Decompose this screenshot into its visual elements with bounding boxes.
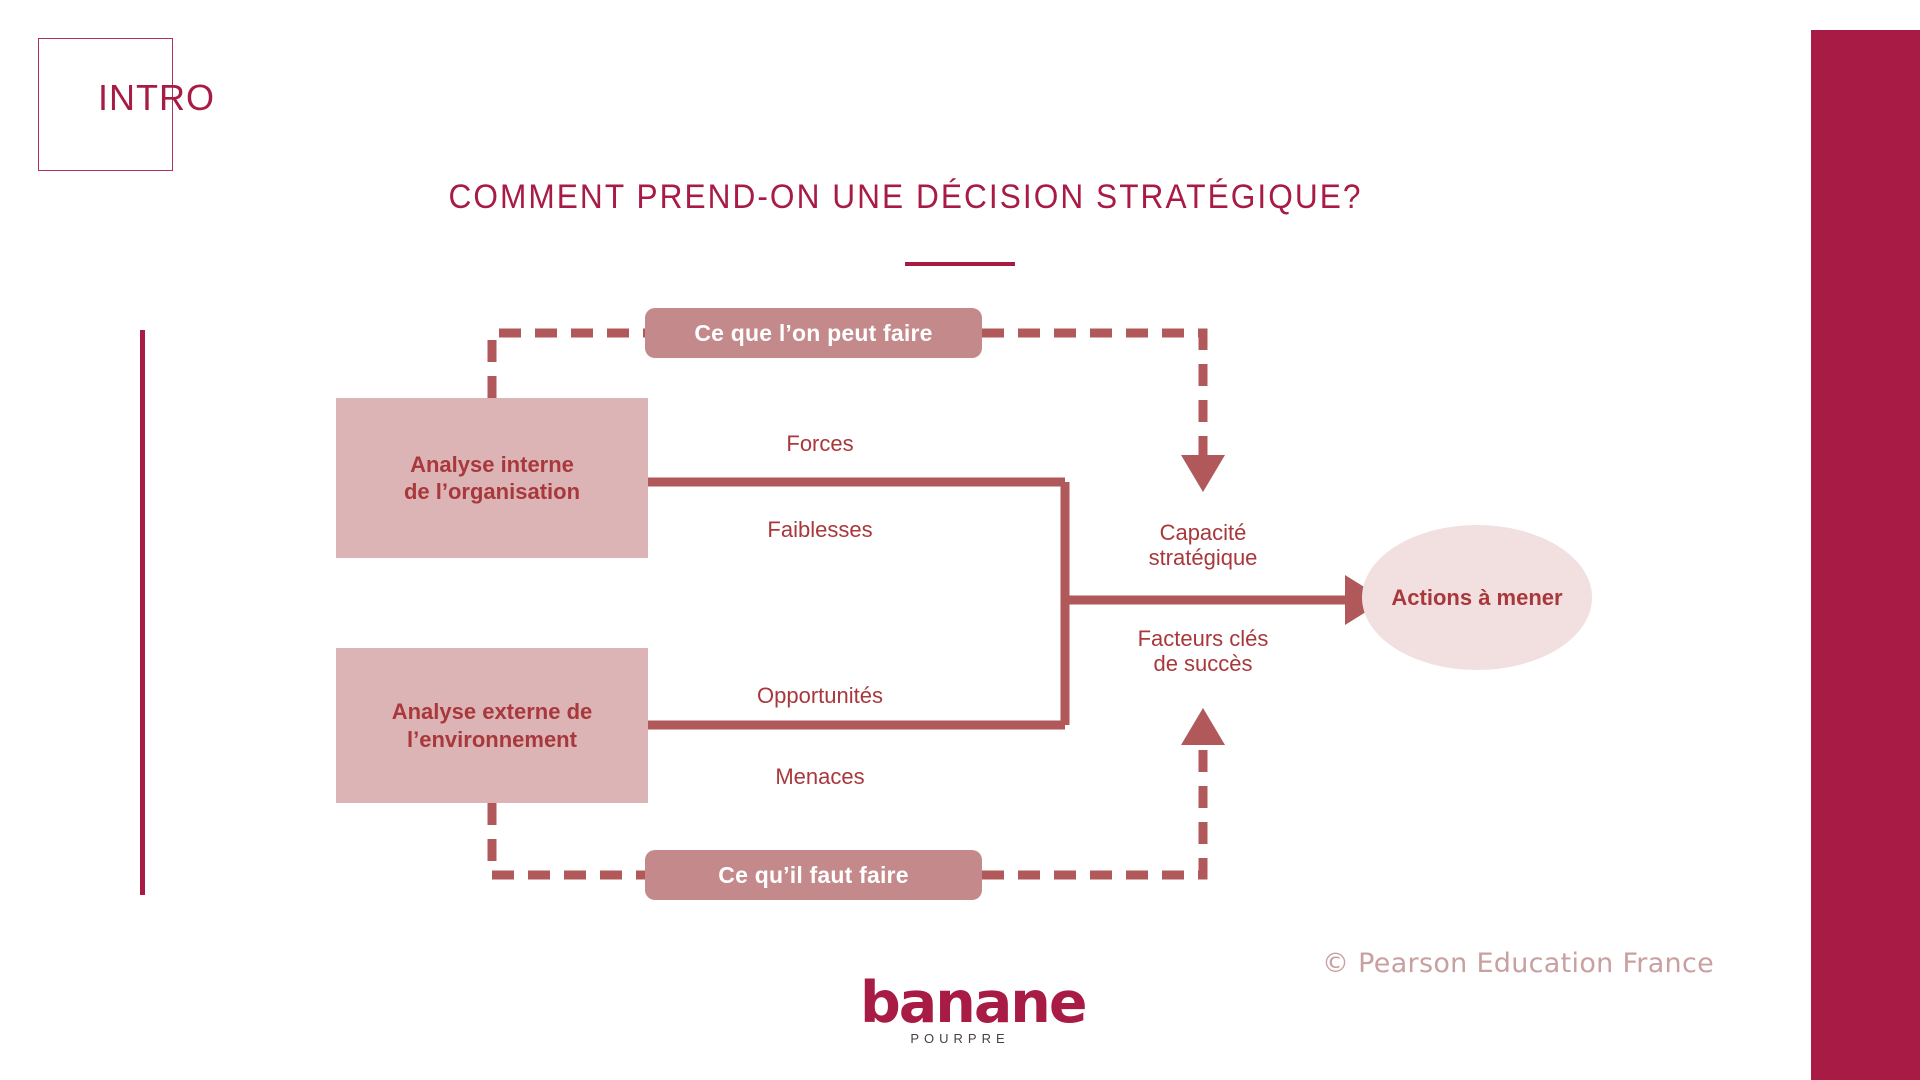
banane-pourpre-logo: banane POURPRE (860, 970, 1088, 1047)
dashed-right-top-connector (982, 328, 1208, 455)
box-analyse-interne[interactable]: Analyse interne de l’organisation (336, 398, 648, 558)
intro-square-outline (38, 38, 173, 171)
slide-right-accent-bar (1811, 30, 1920, 1080)
facteurs-line1: Facteurs clés (1137, 626, 1269, 651)
arrowhead-down-capacity (1181, 455, 1225, 492)
box-analyse-externe[interactable]: Analyse externe de l’environnement (336, 648, 648, 803)
copyright-notice: © Pearson Education France (1322, 948, 1715, 979)
pill-ce-quil-faut-faire[interactable]: Ce qu’il faut faire (645, 850, 982, 900)
logo-subtitle: POURPRE (910, 1031, 1010, 1047)
pill-bottom-label: Ce qu’il faut faire (718, 861, 909, 888)
box-external-line1: Analyse externe de (391, 699, 593, 724)
dashed-right-bottom-connector (982, 745, 1208, 880)
box-external-line2: l’environnement (407, 726, 577, 752)
swot-label-menaces: Menaces (775, 764, 865, 789)
swot-label-opportunites: Opportunités (757, 683, 883, 708)
page-title: COMMENT PREND-ON UNE DÉCISION STRATÉGIQU… (448, 178, 1363, 216)
box-internal-line2: de l’organisation (403, 479, 581, 504)
pill-ce-que-lon-peut-faire[interactable]: Ce que l’on peut faire (645, 308, 982, 358)
swot-label-faiblesses: Faiblesses (767, 517, 873, 542)
center-label-capacite-strategique: Capacité stratégique (1088, 520, 1318, 570)
swot-label-forces: Forces (786, 431, 854, 456)
center-label-facteurs-cles: Facteurs clés de succès (1078, 626, 1328, 676)
dashed-left-top-connector (487, 328, 645, 398)
pill-top-label: Ce que l’on peut faire (694, 319, 933, 346)
capacite-line1: Capacité (1159, 520, 1247, 545)
section-tag-intro: INTRO (98, 77, 215, 118)
capacite-line2: stratégique (1148, 544, 1258, 570)
facteurs-line2: de succès (1153, 650, 1253, 676)
left-accent-bar (140, 330, 145, 895)
box-internal-line1: Analyse interne (410, 451, 574, 477)
actions-label: Actions à mener (1391, 584, 1563, 610)
title-underline-rule (905, 262, 1015, 266)
ellipse-actions-a-mener[interactable]: Actions à mener (1362, 525, 1592, 670)
arrowhead-up-key-factors (1181, 708, 1225, 745)
dashed-left-bottom-connector (487, 803, 645, 880)
logo-wordmark: banane (860, 970, 1088, 1036)
